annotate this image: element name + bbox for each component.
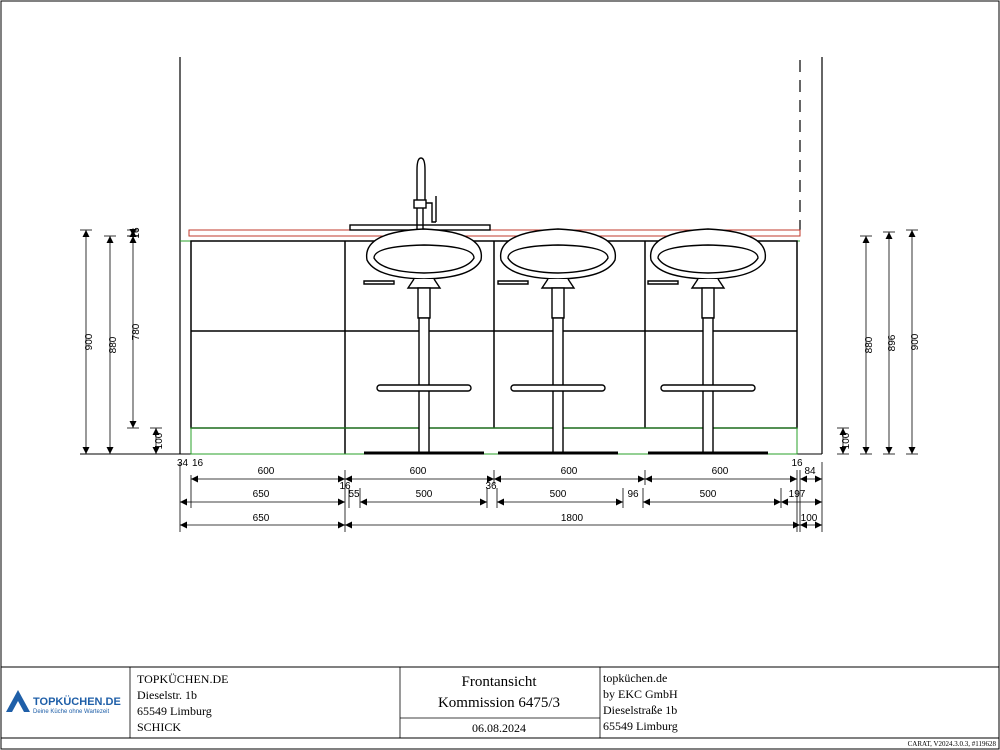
company-street: Dieselstr. 1b bbox=[137, 688, 197, 702]
vertical-dimension-label: 880 bbox=[108, 336, 119, 353]
vertical-dimension-label: 900 bbox=[910, 333, 921, 350]
dim-label-600-2: 600 bbox=[410, 466, 427, 477]
bar-stool-1 bbox=[363, 228, 484, 455]
dim-label-16-row2: 16 bbox=[339, 481, 351, 492]
bar-stool-3 bbox=[647, 228, 768, 455]
dim-label-84: 84 bbox=[804, 466, 816, 477]
vertical-dimension-right-3: 900 bbox=[906, 229, 921, 455]
dim-label-36: 36 bbox=[485, 481, 497, 492]
vertical-dimension-label: 100 bbox=[154, 432, 165, 449]
drawing-date: 06.08.2024 bbox=[472, 721, 526, 735]
vertical-dimension-label: 780 bbox=[131, 323, 142, 340]
dim-label-600-1: 600 bbox=[258, 466, 275, 477]
vertical-dimension-left-1: 880 bbox=[104, 235, 119, 455]
dim-label-16-right: 16 bbox=[791, 458, 803, 469]
vertical-dimension-left-0: 900 bbox=[80, 229, 95, 455]
commission-number: Kommission 6475/3 bbox=[438, 695, 560, 711]
vertical-dimension-label: 16 bbox=[131, 227, 142, 239]
bottom-dimension-labels: 34 16 600 600 600 600 16 84 650 16 55 50… bbox=[177, 458, 818, 524]
company-logo: TOPKÜCHEN.DE Deine Küche ohne Wartezeit bbox=[6, 690, 121, 715]
dim-label-96: 96 bbox=[627, 489, 639, 500]
company-name: TOPKÜCHEN.DE bbox=[137, 672, 228, 686]
dim-label-500-3: 500 bbox=[700, 489, 717, 500]
vendor-line-3: Dieselstraße 1b bbox=[603, 703, 677, 717]
bottom-dimension-chains bbox=[179, 462, 823, 532]
vertical-dimension-left-3: 780 bbox=[127, 235, 142, 429]
vertical-dimension-label: 900 bbox=[84, 333, 95, 350]
vertical-dimension-label: 880 bbox=[864, 336, 875, 353]
bar-stool-2 bbox=[497, 228, 618, 455]
dim-label-100-row3: 100 bbox=[801, 513, 818, 524]
dim-label-600-4: 600 bbox=[712, 466, 729, 477]
planner-name: SCHICK bbox=[137, 720, 181, 734]
dim-label-650-row3: 650 bbox=[253, 513, 270, 524]
dim-label-500-1: 500 bbox=[416, 489, 433, 500]
base-cabinets bbox=[190, 240, 798, 454]
dim-label-650-row2: 650 bbox=[253, 489, 270, 500]
vertical-dimension-right-2: 896 bbox=[883, 231, 898, 455]
company-city: 65549 Limburg bbox=[137, 704, 212, 718]
sink-faucet bbox=[349, 157, 491, 231]
dim-label-34: 34 bbox=[177, 458, 189, 469]
vertical-dimension-left-2: 16 bbox=[127, 227, 142, 239]
software-version: CARAT, V2024.3.0.3, #119628 bbox=[908, 740, 997, 748]
vendor-line-4: 65549 Limburg bbox=[603, 719, 678, 733]
vertical-dimension-left-4: 100 bbox=[150, 427, 165, 455]
vertical-dimension-label: 896 bbox=[887, 334, 898, 351]
plinth bbox=[190, 427, 798, 455]
dim-label-197: 197 bbox=[789, 489, 806, 500]
vendor-line-1: topküchen.de bbox=[603, 671, 667, 685]
logo-slogan: Deine Küche ohne Wartezeit bbox=[33, 709, 109, 715]
logo-name: TOPKÜCHEN.DE bbox=[33, 695, 121, 708]
worktop bbox=[188, 229, 801, 237]
title-block: TOPKÜCHEN.DE Deine Küche ohne Wartezeit … bbox=[0, 666, 1000, 748]
view-title: Frontansicht bbox=[462, 674, 538, 690]
right-dimension-chains: 100 880 896 900 bbox=[837, 229, 921, 455]
vertical-dimension-right-0: 100 bbox=[837, 427, 852, 455]
dim-label-1800: 1800 bbox=[561, 513, 584, 524]
vendor-line-2: by EKC GmbH bbox=[603, 687, 678, 701]
dim-label-500-2: 500 bbox=[550, 489, 567, 500]
dim-label-55: 55 bbox=[348, 489, 360, 500]
vertical-dimension-label: 100 bbox=[841, 432, 852, 449]
left-dimension-chains: 900 880 16 780 100 bbox=[80, 227, 165, 455]
dim-label-600-3: 600 bbox=[561, 466, 578, 477]
dim-label-16-left: 16 bbox=[192, 458, 204, 469]
vertical-dimension-right-1: 880 bbox=[860, 235, 875, 455]
